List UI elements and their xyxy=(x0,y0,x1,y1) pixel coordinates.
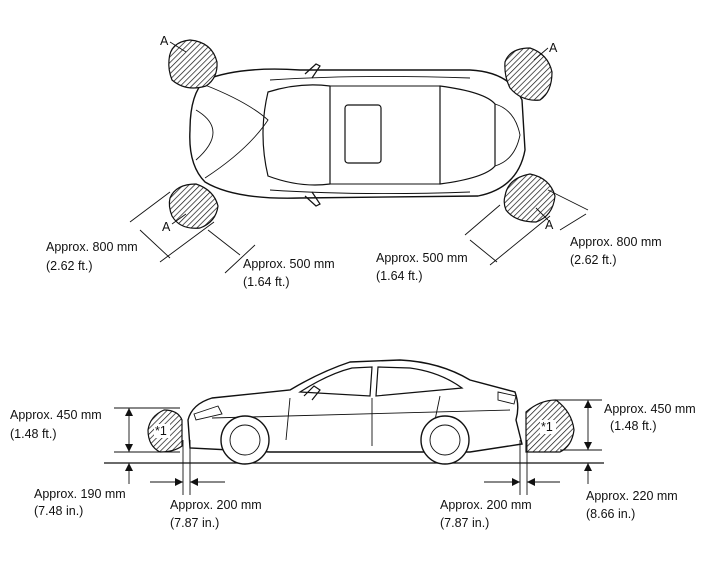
top-right-distance-label: Approx. 800 mm xyxy=(570,235,662,249)
front-ground-imperial: (7.48 in.) xyxy=(34,504,83,518)
rear-gap-dimension xyxy=(484,440,560,495)
rear-ground-imperial: (8.66 in.) xyxy=(586,507,635,521)
front-gap-label: Approx. 200 mm xyxy=(170,498,262,512)
front-right-detection-zone xyxy=(168,183,219,229)
front-sensor-marker: *1 xyxy=(155,424,167,438)
top-left-distance-label: Approx. 800 mm xyxy=(46,240,138,254)
front-left-detection-zone xyxy=(168,39,218,89)
top-left-distance-imperial: (2.62 ft.) xyxy=(46,259,93,273)
rear-gap-label: Approx. 200 mm xyxy=(440,498,532,512)
marker-front-left: A xyxy=(160,34,169,48)
rear-gap-imperial: (7.87 in.) xyxy=(440,516,489,530)
car-top-outline xyxy=(189,63,526,207)
side-view: *1 *1 xyxy=(10,359,696,530)
rear-left-detection-zone xyxy=(504,47,553,101)
marker-rear-right: A xyxy=(545,218,554,232)
left-dimension-lines xyxy=(129,191,256,274)
front-ground-label: Approx. 190 mm xyxy=(34,487,126,501)
top-left-inner-distance-imperial: (1.64 ft.) xyxy=(243,275,290,289)
rear-sensor-marker: *1 xyxy=(541,420,553,434)
front-gap-imperial: (7.87 in.) xyxy=(170,516,219,530)
car-side-outline xyxy=(187,359,523,465)
top-right-inner-distance-imperial: (1.64 ft.) xyxy=(376,269,423,283)
front-height-dimension xyxy=(114,407,180,484)
front-gap-dimension xyxy=(150,440,225,495)
top-view: A A A A Approx. 800 mm (2.62 ft.) Approx… xyxy=(46,34,662,289)
rear-height-dimension xyxy=(556,399,602,484)
front-height-label: Approx. 450 mm xyxy=(10,408,102,422)
marker-rear-left: A xyxy=(549,41,558,55)
rear-ground-label: Approx. 220 mm xyxy=(586,489,678,503)
rear-right-detection-zone xyxy=(503,173,556,223)
right-dimension-lines xyxy=(464,189,589,266)
marker-front-right: A xyxy=(162,220,171,234)
top-left-inner-distance-label: Approx. 500 mm xyxy=(243,257,335,271)
rear-height-label: Approx. 450 mm xyxy=(604,402,696,416)
top-right-inner-distance-label: Approx. 500 mm xyxy=(376,251,468,265)
front-height-imperial: (1.48 ft.) xyxy=(10,427,57,441)
top-right-distance-imperial: (2.62 ft.) xyxy=(570,253,617,267)
rear-height-imperial: (1.48 ft.) xyxy=(610,419,657,433)
